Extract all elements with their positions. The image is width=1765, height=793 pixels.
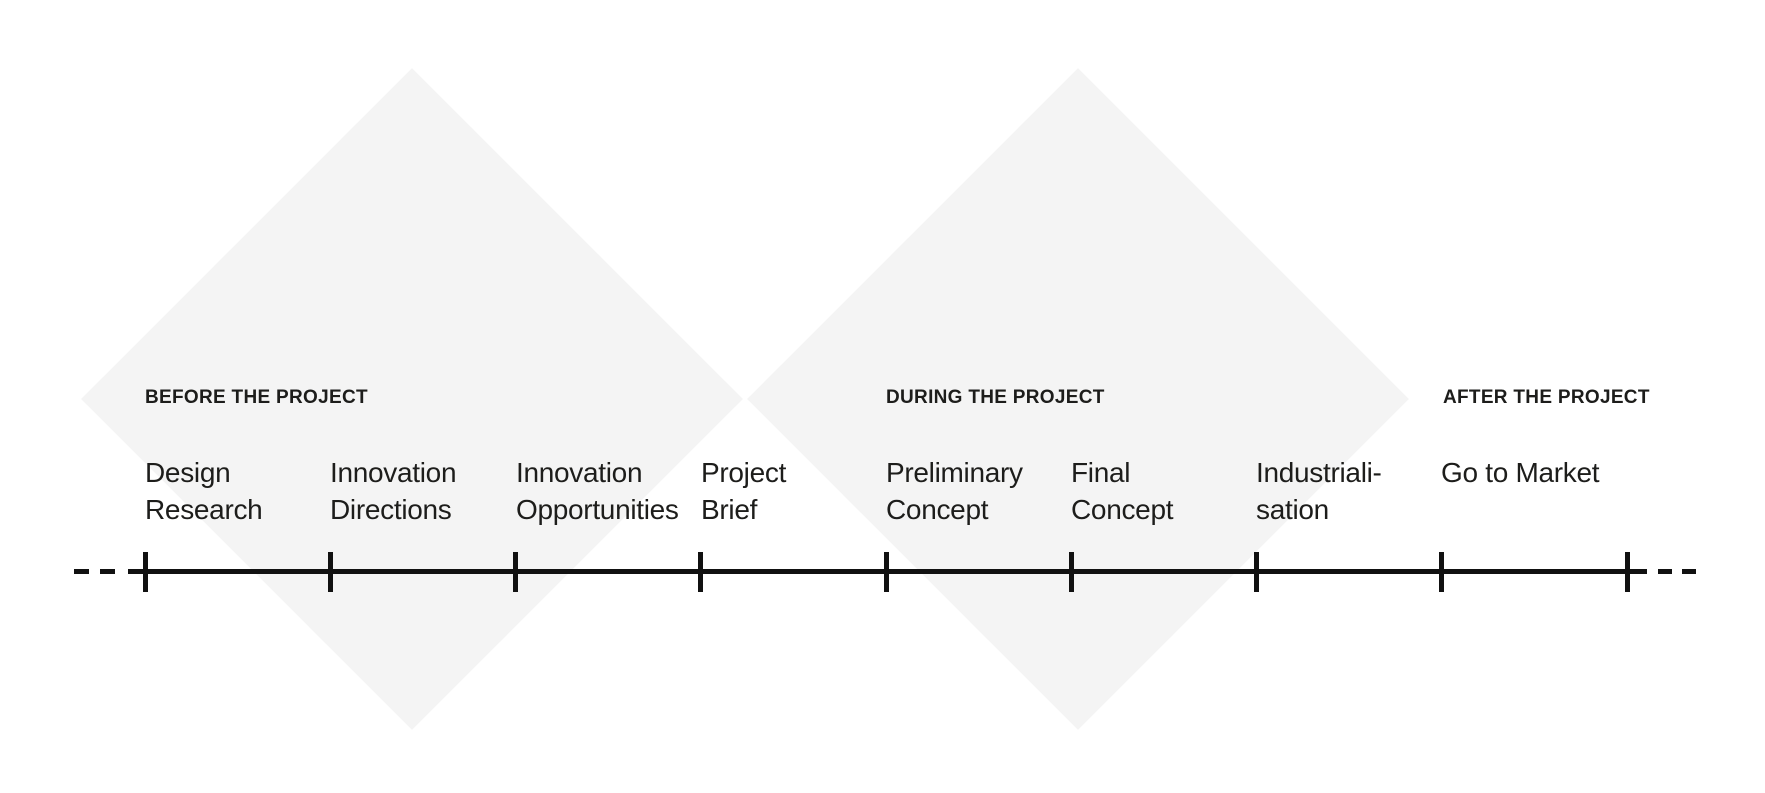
phase-header-after-the-project: AFTER THE PROJECT — [1443, 387, 1650, 408]
timeline-tick — [513, 552, 518, 592]
milestone-go-to-market: Go to Market — [1441, 457, 1600, 488]
timeline-tick — [328, 552, 333, 592]
timeline-dash-right-2 — [1682, 569, 1696, 574]
milestone-project-brief: Project Brief — [701, 457, 787, 525]
timeline-dash-left-2 — [100, 569, 115, 574]
timeline-tick — [1069, 552, 1074, 592]
timeline-tick — [1625, 552, 1630, 592]
milestone-innovation-opportunities: Innovation Opportunities — [516, 457, 679, 525]
timeline-dash-left-1 — [74, 569, 89, 574]
timeline-dash-right-1 — [1658, 569, 1672, 574]
milestone-innovation-directions: Innovation Directions — [330, 457, 457, 525]
timeline-tick — [884, 552, 889, 592]
timeline-tick — [1439, 552, 1444, 592]
milestone-industrialisation: Industriali- sation — [1256, 457, 1382, 525]
timeline-tick — [143, 552, 148, 592]
milestone-final-concept: Final Concept — [1071, 457, 1174, 525]
phase-header-during-the-project: DURING THE PROJECT — [886, 387, 1105, 408]
milestone-design-research: Design Research — [145, 457, 263, 525]
phase-header-before-the-project: BEFORE THE PROJECT — [145, 387, 368, 408]
milestone-preliminary-concept: Preliminary Concept — [886, 457, 1023, 525]
timeline-tick — [1254, 552, 1259, 592]
timeline-tick — [698, 552, 703, 592]
